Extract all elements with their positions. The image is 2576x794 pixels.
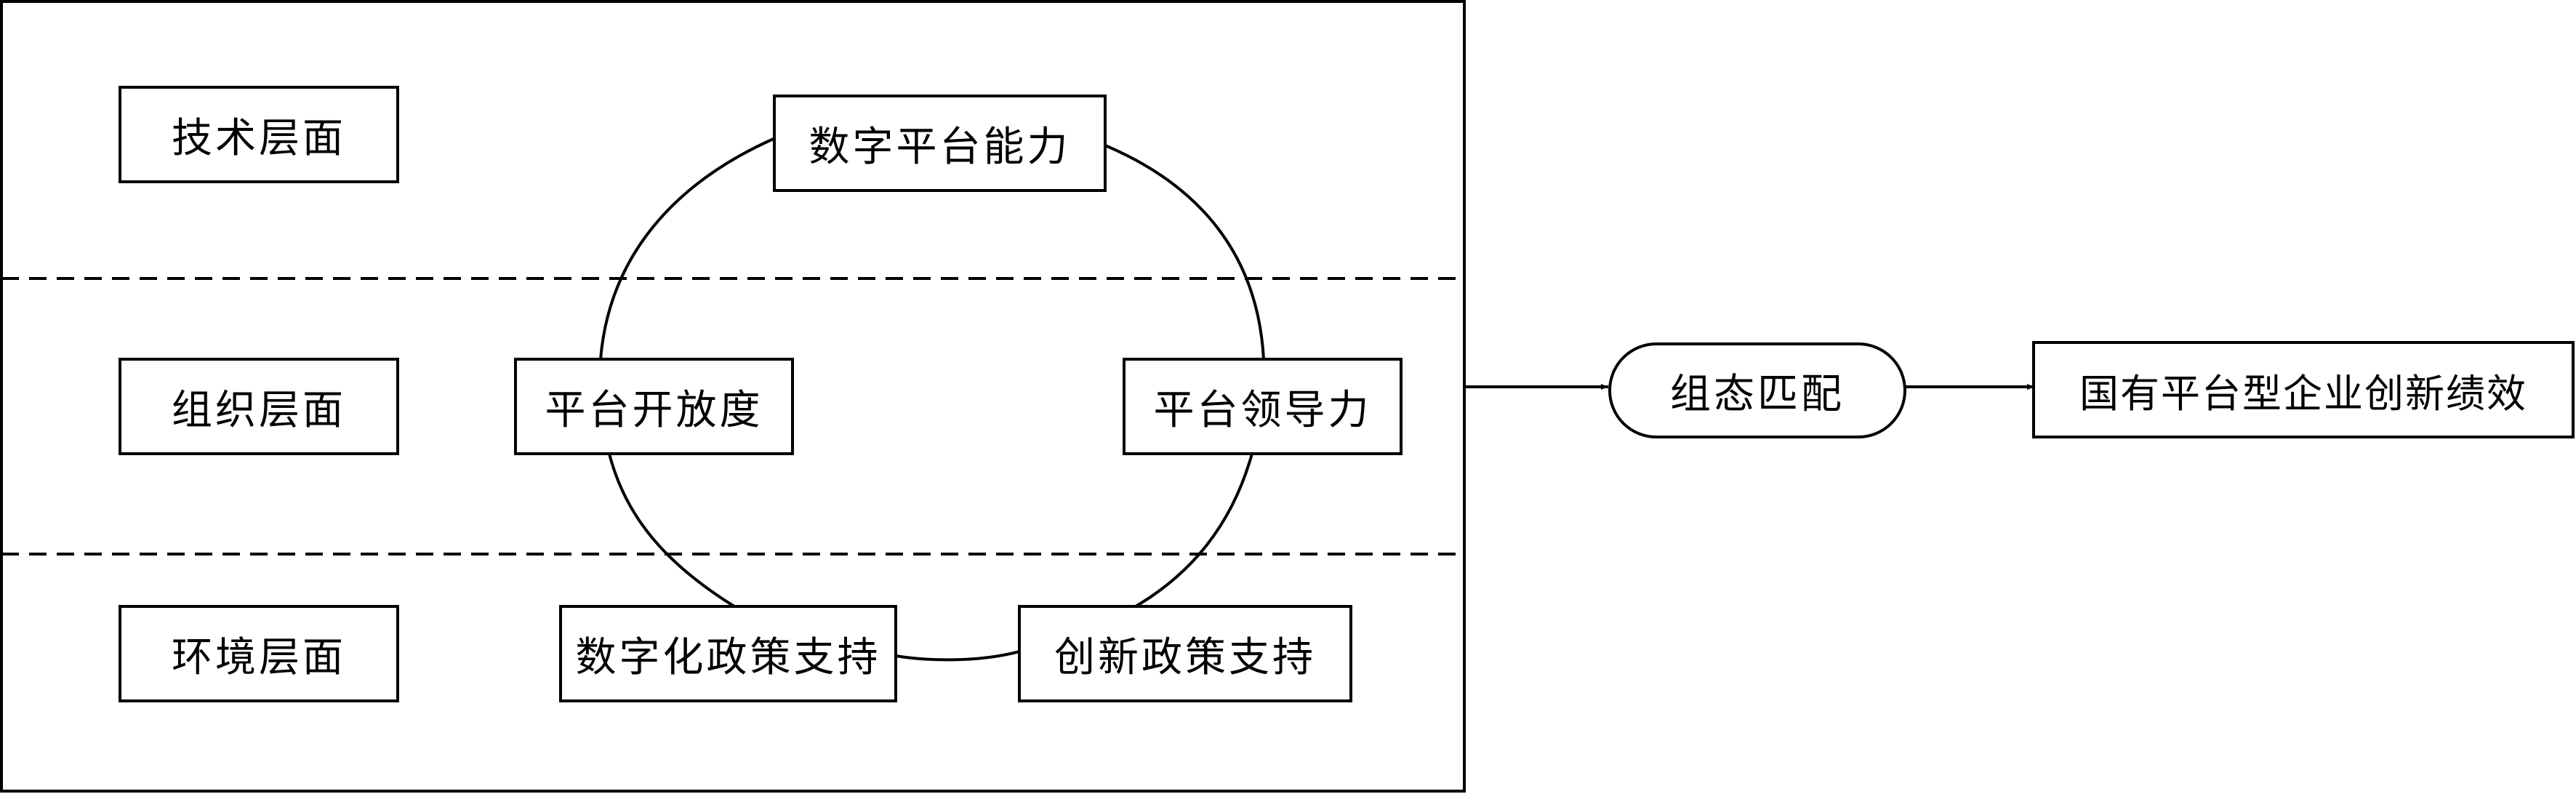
- node-platform-openness: 平台开放度: [514, 358, 794, 455]
- node-digitalization-policy-support: 数字化政策支持: [559, 605, 897, 702]
- level-environmental-box: 环境层面: [119, 605, 399, 702]
- arc-leadership-to-innovation-policy: [1130, 453, 1253, 611]
- outer-frame: [0, 0, 1466, 793]
- arc-innovation-to-digitalization-policy: [895, 650, 1020, 662]
- level-technical-box: 技术层面: [119, 86, 399, 183]
- arc-openness-to-capability: [599, 137, 776, 360]
- arc-digitalization-policy-to-openness: [608, 453, 736, 608]
- level-organizational-box: 组织层面: [119, 358, 399, 455]
- node-digital-platform-capability: 数字平台能力: [773, 95, 1107, 192]
- node-platform-leadership: 平台领导力: [1123, 358, 1403, 455]
- node-innovation-performance: 国有平台型企业创新绩效: [2032, 341, 2575, 438]
- arc-capability-to-leadership: [1104, 144, 1265, 360]
- node-configuration-match: 组态匹配: [1608, 342, 1906, 438]
- node-innovation-policy-support: 创新政策支持: [1018, 605, 1352, 702]
